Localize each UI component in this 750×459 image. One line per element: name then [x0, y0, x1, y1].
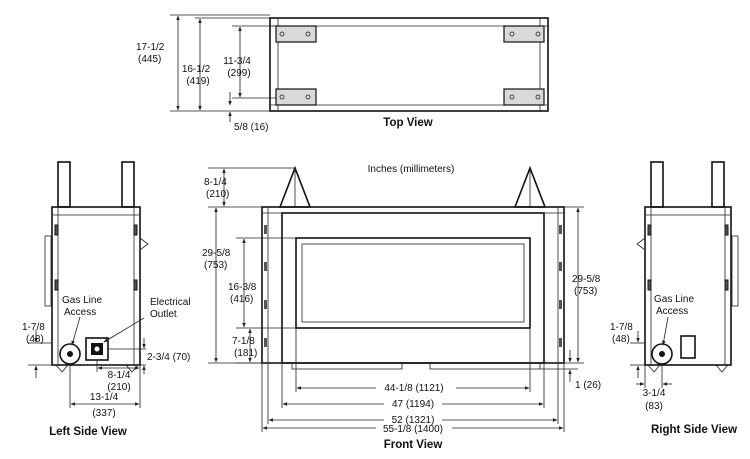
- right-body: [644, 206, 732, 366]
- front-view-caption: Front View: [384, 439, 443, 451]
- front-opening-height-in: 16-3/8: [228, 282, 257, 293]
- front-vent-height-in: 8-1/4: [204, 177, 227, 188]
- top-bracket-span-mm: (299): [227, 68, 250, 79]
- top-bracket-span-in: 11-3/4: [223, 56, 251, 67]
- top-depth-total-mm: (445): [138, 54, 161, 65]
- left-elec-label-1: Electrical: [150, 297, 191, 308]
- left-elec-offset-mm: (210): [107, 382, 130, 393]
- left-gas-height-in: 1-7/8: [22, 322, 45, 333]
- units-note: Inches (millimeters): [368, 164, 455, 175]
- right-gas-label-2: Access: [656, 306, 688, 317]
- right-gas-label-1: Gas Line: [654, 294, 694, 305]
- front-width-2: 47 (1194): [392, 399, 434, 410]
- front-opening-height-mm: (416): [230, 294, 253, 305]
- right-gas-height-in: 1-7/8: [610, 322, 633, 333]
- top-view-caption: Top View: [383, 117, 432, 129]
- top-depth-body-mm: (419): [186, 76, 209, 87]
- left-side-view-caption: Left Side View: [49, 426, 127, 438]
- top-view: 17-1/2 (445) 16-1/2 (419) 11-3/4 (299) 5…: [136, 14, 549, 133]
- left-elec-height: 2-3/4 (70): [147, 352, 190, 363]
- front-width-1: 44-1/8 (1121): [384, 383, 443, 394]
- top-offset: 5/8 (16): [234, 122, 268, 133]
- front-view: 8-1/4 (210) 29-5/8 (753) 16-3/8 (416) 7-…: [202, 165, 601, 451]
- top-view-body: [269, 17, 549, 112]
- front-bottom-offset-in: 7-1/8: [232, 336, 255, 347]
- right-gas-height-mm: (48): [612, 334, 630, 345]
- left-elec-label-2: Outlet: [150, 309, 177, 320]
- front-inner-panel: [281, 212, 545, 364]
- left-depth-mm: (337): [92, 408, 115, 419]
- right-side-view: Gas Line Access 1-7/8 (48) 3-1/4 (83) Ri…: [610, 161, 739, 436]
- front-width-4: 55-1/8 (1400): [383, 424, 443, 435]
- front-vent-height-mm: (210): [206, 189, 229, 200]
- front-width-3: 52 (1321): [392, 415, 435, 426]
- right-side-view-caption: Right Side View: [651, 424, 737, 436]
- left-gas-label-1: Gas Line: [62, 295, 102, 306]
- top-bracket-tl: [275, 25, 317, 43]
- right-gas-offset-mm: (83): [645, 401, 663, 412]
- left-side-view: Gas Line Access Electrical Outlet 1-7/8 …: [22, 161, 191, 438]
- top-depth-body-in: 16-1/2: [182, 64, 211, 75]
- left-depth-in: 13-1/4: [90, 392, 119, 403]
- front-right-height-mm: (753): [574, 286, 597, 297]
- left-vent-pipe-b: [121, 161, 135, 208]
- front-outer-frame: [261, 206, 565, 364]
- front-leg-height: 1 (26): [575, 380, 601, 391]
- right-vent-pipe-a: [650, 161, 664, 208]
- front-bottom-offset-mm: (181): [234, 348, 257, 359]
- right-access-panel: [680, 335, 696, 359]
- front-glass-opening: [295, 237, 531, 329]
- top-depth-total-in: 17-1/2: [136, 42, 165, 53]
- right-vent-pipe-b: [711, 161, 725, 208]
- top-bracket-br: [503, 88, 545, 106]
- front-overall-height-in: 29-5/8: [202, 248, 231, 259]
- left-body: [51, 206, 141, 366]
- top-bracket-bl: [275, 88, 317, 106]
- left-gas-height-mm: (48): [26, 334, 44, 345]
- front-right-height-in: 29-5/8: [572, 274, 601, 285]
- front-overall-height-mm: (753): [204, 260, 227, 271]
- left-elec-offset-in: 8-1/4: [108, 370, 131, 381]
- left-gas-label-2: Access: [64, 307, 96, 318]
- right-gas-offset-in: 3-1/4: [643, 388, 666, 399]
- left-gas-line-port: [59, 343, 81, 365]
- left-vent-pipe-a: [57, 161, 71, 208]
- top-bracket-tr: [503, 25, 545, 43]
